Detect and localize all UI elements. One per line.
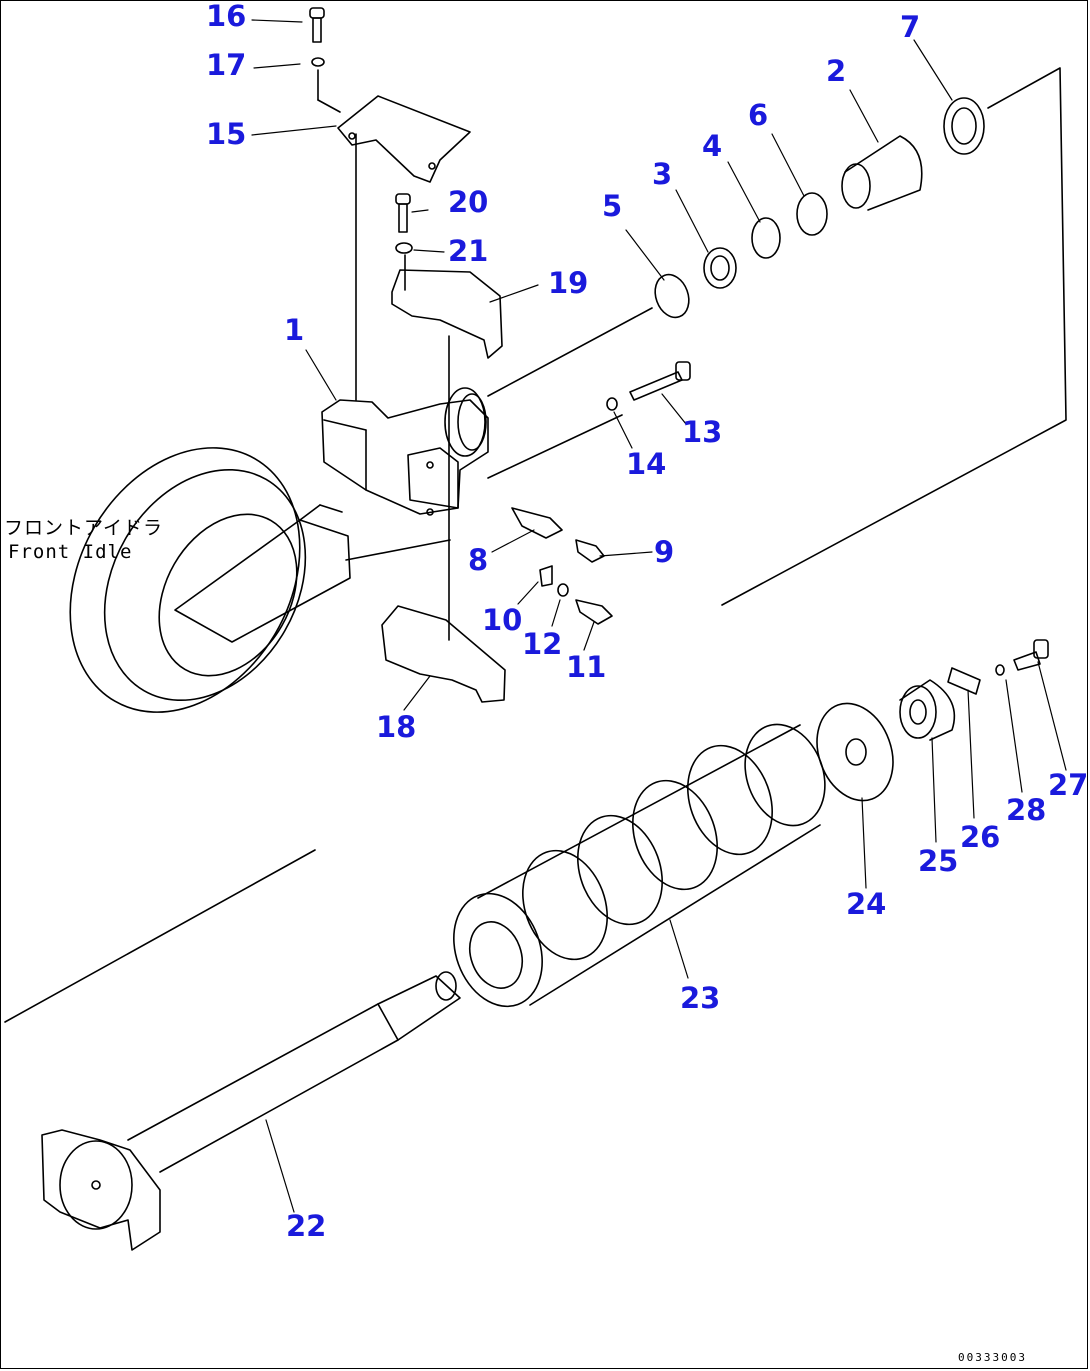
plate-part-15 bbox=[337, 95, 471, 183]
part-label-10: 10 bbox=[482, 603, 523, 637]
part-label-26: 26 bbox=[960, 820, 1001, 854]
part-label-15: 15 bbox=[206, 117, 247, 151]
part-label-25: 25 bbox=[918, 844, 959, 878]
rings-and-bushing bbox=[654, 97, 985, 319]
part-label-17: 17 bbox=[206, 48, 247, 82]
part-label-16: 16 bbox=[206, 0, 247, 33]
part-label-19: 19 bbox=[548, 266, 589, 300]
part-label-5: 5 bbox=[602, 189, 623, 223]
part-label-12: 12 bbox=[522, 627, 563, 661]
leader-lines bbox=[251, 19, 1067, 1213]
part-label-2: 2 bbox=[826, 54, 847, 88]
part-label-21: 21 bbox=[448, 234, 489, 268]
part-label-18: 18 bbox=[376, 710, 417, 744]
part-label-24: 24 bbox=[846, 887, 887, 921]
cap-part-18 bbox=[381, 605, 506, 703]
part-label-8: 8 bbox=[468, 543, 489, 577]
part-label-11: 11 bbox=[566, 650, 607, 684]
part-label-13: 13 bbox=[682, 415, 723, 449]
front-idler-wheel bbox=[69, 447, 351, 713]
part-label-28: 28 bbox=[1006, 793, 1047, 827]
part-label-7: 7 bbox=[900, 10, 921, 44]
front-idler-caption-jp: フロントアイドラ bbox=[4, 517, 164, 539]
part-label-23: 23 bbox=[680, 981, 721, 1015]
part-label-3: 3 bbox=[652, 157, 673, 191]
cap-part-19 bbox=[391, 269, 503, 359]
front-idler-caption-en: Front Idle bbox=[8, 541, 133, 563]
part-label-22: 22 bbox=[286, 1209, 327, 1243]
part-label-14: 14 bbox=[626, 447, 667, 481]
recoil-spring-23 bbox=[453, 723, 826, 1008]
bolts bbox=[309, 7, 691, 411]
part-label-4: 4 bbox=[702, 129, 723, 163]
drawing-code: 00333003 bbox=[958, 1351, 1027, 1364]
grease-fitting-parts bbox=[511, 507, 613, 625]
spring-end-parts bbox=[816, 639, 1049, 802]
part-label-1: 1 bbox=[284, 313, 305, 347]
part-label-20: 20 bbox=[448, 185, 489, 219]
part-label-27: 27 bbox=[1048, 768, 1089, 802]
rod-cylinder-22 bbox=[41, 971, 461, 1251]
part-label-6: 6 bbox=[748, 98, 769, 132]
part-label-9: 9 bbox=[654, 535, 675, 569]
yoke-part-1 bbox=[321, 387, 489, 516]
assembly-axis-lines bbox=[4, 67, 1067, 1023]
